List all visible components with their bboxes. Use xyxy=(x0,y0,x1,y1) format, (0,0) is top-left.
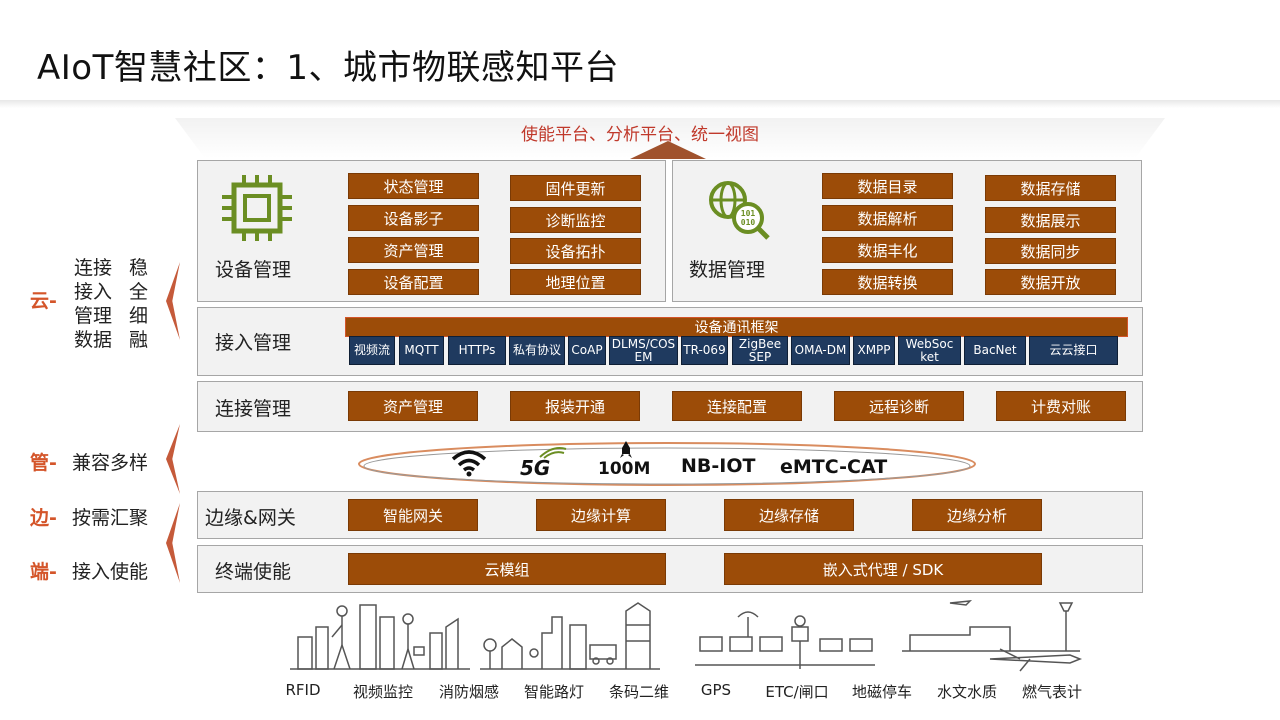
data-search-icon: 101 010 xyxy=(709,181,770,240)
protocol-box: OMA-DM xyxy=(791,336,850,365)
conn-mgmt-label: 连接管理 xyxy=(215,398,292,420)
signal-arc-icon xyxy=(539,447,567,459)
arrow-up-icon xyxy=(630,141,706,159)
protocol-box: WebSocket xyxy=(898,336,961,365)
device-mgmt-item: 地理位置 xyxy=(510,269,641,295)
conn-mgmt-item: 报装开通 xyxy=(510,391,640,421)
cloud-right-word: 细 xyxy=(129,305,149,327)
network-ellipse xyxy=(358,442,976,486)
protocol-box: 私有协议 xyxy=(509,336,565,365)
edge-gw-item: 边缘计算 xyxy=(536,499,666,531)
protocol-box: CoAP xyxy=(568,336,606,365)
cloud-line: 接入 xyxy=(74,281,113,303)
cloud-line: 管理 xyxy=(74,305,113,327)
edge-gw-item: 边缘存储 xyxy=(724,499,854,531)
device-mgmt-item: 资产管理 xyxy=(348,237,479,263)
protocol-box: XMPP xyxy=(853,336,895,365)
cloud-right-word: 融 xyxy=(129,329,149,351)
device-mgmt-label: 设备管理 xyxy=(215,259,292,281)
conn-mgmt-item: 远程诊断 xyxy=(834,391,964,421)
data-mgmt-label: 数据管理 xyxy=(689,259,766,281)
protocol-box: TR-069 xyxy=(681,336,728,365)
data-mgmt-item: 数据存储 xyxy=(985,175,1116,201)
device-label: 水文水质 xyxy=(936,683,997,701)
conn-mgmt-item: 计费对账 xyxy=(996,391,1126,421)
device-mgmt-item: 诊断监控 xyxy=(510,207,641,233)
device-mgmt-item: 状态管理 xyxy=(348,173,479,199)
protocol-box: 云云接口 xyxy=(1029,336,1118,365)
network-item-nbiot: NB-IOT xyxy=(681,455,756,477)
title-divider xyxy=(0,100,1280,108)
edge-head: 边- xyxy=(30,507,57,529)
conn-mgmt-item: 连接配置 xyxy=(672,391,802,421)
cloud-right: 稳 全 细 融 xyxy=(129,256,159,352)
top-banner-text: 使能平台、分析平台、统一视图 xyxy=(521,125,759,145)
cloud-line: 连接 xyxy=(74,257,113,279)
end-head: 端- xyxy=(30,561,57,583)
terminal-item: 云模组 xyxy=(348,553,666,585)
device-label: 消防烟感 xyxy=(438,683,499,701)
edge-gw-item: 边缘分析 xyxy=(912,499,1042,531)
conn-mgmt-item: 资产管理 xyxy=(348,391,478,421)
network-item-emtc: eMTC-CAT xyxy=(780,456,888,478)
protocol-box: BacNet xyxy=(964,336,1026,365)
pipe-chevron-icon xyxy=(166,424,180,494)
network-item-5g: 5G xyxy=(520,456,551,480)
terminal-label: 终端使能 xyxy=(215,561,292,583)
pipe-text: 兼容多样 xyxy=(72,452,149,474)
rocket-icon xyxy=(620,441,632,458)
device-label: 条码二维 xyxy=(608,683,669,701)
protocol-box: 视频流 xyxy=(349,336,395,365)
wifi-icon xyxy=(451,450,487,477)
data-mgmt-item: 数据解析 xyxy=(822,205,953,231)
svg-text:010: 010 xyxy=(741,218,756,227)
terminal-item: 嵌入式代理 / SDK xyxy=(724,553,1042,585)
device-label: GPS xyxy=(700,681,732,699)
device-mgmt-item: 固件更新 xyxy=(510,175,641,201)
framework-bar: 设备通讯框架 xyxy=(345,317,1128,337)
device-label: 智能路灯 xyxy=(523,683,584,701)
devices-illustration xyxy=(290,600,1083,672)
cloud-lines: 连接 接入 管理 数据 xyxy=(74,256,134,352)
data-mgmt-item: 数据转换 xyxy=(822,269,953,295)
edge-gw-label: 边缘&网关 xyxy=(205,507,296,529)
data-mgmt-item: 数据同步 xyxy=(985,238,1116,264)
protocol-box: DLMS/COSEM xyxy=(609,336,678,365)
network-item-100m: 100M xyxy=(598,459,651,479)
access-mgmt-label: 接入管理 xyxy=(215,332,292,354)
device-label: 地磁停车 xyxy=(851,683,912,701)
device-label: 燃气表计 xyxy=(1021,683,1082,701)
pipe-head: 管- xyxy=(30,452,57,474)
cloud-chevron-icon xyxy=(166,262,180,340)
device-label: ETC/闸口 xyxy=(765,683,829,701)
page-title: AIoT智慧社区：1、城市物联感知平台 xyxy=(37,48,619,88)
device-mgmt-item: 设备影子 xyxy=(348,205,479,231)
cloud-right-word: 稳 xyxy=(129,257,149,279)
cloud-right-word: 全 xyxy=(129,281,149,303)
cloud-line: 数据 xyxy=(74,329,113,351)
svg-text:101: 101 xyxy=(741,209,756,218)
device-mgmt-item: 设备拓扑 xyxy=(510,238,641,264)
protocol-box: HTTPs xyxy=(448,336,506,365)
data-mgmt-item: 数据丰化 xyxy=(822,237,953,263)
chip-icon xyxy=(222,175,292,241)
data-mgmt-item: 数据目录 xyxy=(822,173,953,199)
edge-chevron-icon xyxy=(166,503,180,583)
device-label: 视频监控 xyxy=(352,683,413,701)
device-mgmt-item: 设备配置 xyxy=(348,269,479,295)
device-label: RFID xyxy=(285,681,321,699)
edge-text: 按需汇聚 xyxy=(72,507,149,529)
data-mgmt-item: 数据展示 xyxy=(985,207,1116,233)
cloud-head: 云- xyxy=(30,290,57,312)
data-mgmt-item: 数据开放 xyxy=(985,269,1116,295)
protocol-box: MQTT xyxy=(399,336,444,365)
edge-gw-item: 智能网关 xyxy=(348,499,478,531)
end-text: 接入使能 xyxy=(72,561,149,583)
protocol-box: ZigBee SEP xyxy=(732,336,788,365)
